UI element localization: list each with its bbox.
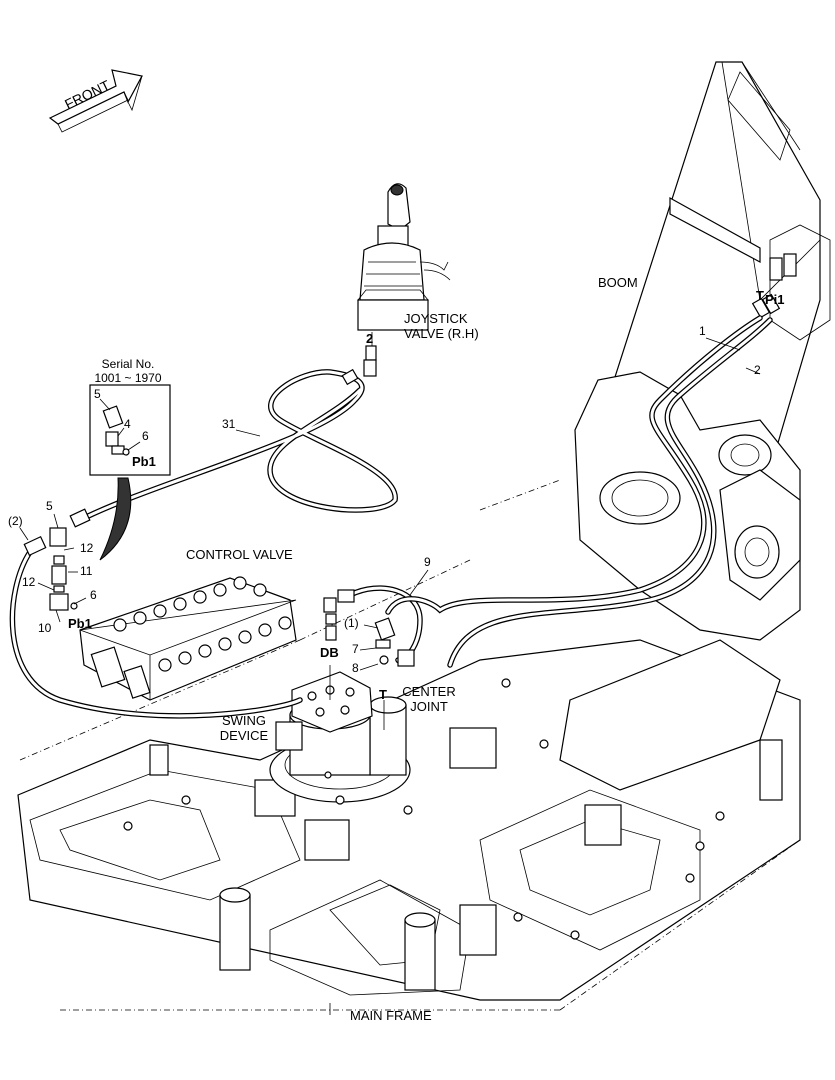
swing-device-line1: SWING xyxy=(221,713,267,728)
callout-11: 11 xyxy=(80,564,93,578)
serial-title: Serial No. xyxy=(101,357,155,371)
center-joint-line2: JOINT xyxy=(410,698,448,714)
callout-1-paren: (1) xyxy=(344,616,359,630)
main-frame-label: MAIN FRAME xyxy=(350,1008,432,1023)
front-arrow xyxy=(48,69,143,133)
joystick-assembly xyxy=(357,183,451,377)
control-valve-block xyxy=(79,576,297,701)
boom-fittings xyxy=(751,253,797,319)
callout-2-paren: (2) xyxy=(8,514,23,528)
port-t-center: T xyxy=(379,687,387,702)
callout-1: 1 xyxy=(699,324,706,338)
inset-callout-6: 6 xyxy=(142,429,149,443)
inset-callout-5: 5 xyxy=(94,387,101,401)
swing-assembly xyxy=(269,671,411,805)
serial-range: 1001 ~ 1970 xyxy=(94,370,162,385)
joystick-label: JOYSTICK VALVE (R.H) xyxy=(404,311,479,342)
port-pb1: Pb1 xyxy=(68,616,92,631)
callout-2: 2 xyxy=(754,363,761,377)
serial-label: Serial No. 1001 ~ 1970 xyxy=(86,357,170,386)
callout-12-a: 12 xyxy=(80,541,94,555)
joystick-label-line2: VALVE (R.H) xyxy=(404,325,479,341)
callout-7: 7 xyxy=(352,642,359,656)
port-t-boom: T xyxy=(756,288,764,303)
inset-port-pb1: Pb1 xyxy=(132,454,156,469)
port-db: DB xyxy=(320,645,339,660)
callout-9: 9 xyxy=(424,555,431,569)
callout-10: 10 xyxy=(38,621,52,635)
boom-label: BOOM xyxy=(598,275,638,290)
joystick-label-line1: JOYSTICK xyxy=(404,311,468,326)
callout-8: 8 xyxy=(352,661,359,675)
control-valve-label: CONTROL VALVE xyxy=(186,547,293,562)
callout-31: 31 xyxy=(222,417,236,431)
joystick-port-2: 2 xyxy=(366,331,374,346)
main-frame xyxy=(17,479,801,1015)
center-joint-line1: CENTER xyxy=(402,684,456,699)
center-joint-label: CENTER JOINT xyxy=(394,684,464,715)
callout-5: 5 xyxy=(46,499,53,513)
hoses xyxy=(9,315,773,719)
boom-structure xyxy=(574,61,831,641)
leader-lines xyxy=(19,337,761,730)
callout-12-b: 12 xyxy=(22,575,36,589)
swing-device-line2: DEVICE xyxy=(219,727,269,743)
callout-6: 6 xyxy=(90,588,97,602)
serial-inset xyxy=(89,384,171,561)
swing-device-label: SWING DEVICE xyxy=(214,713,274,744)
port-pi1: Pi1 xyxy=(765,292,785,307)
inset-callout-4: 4 xyxy=(124,417,131,431)
